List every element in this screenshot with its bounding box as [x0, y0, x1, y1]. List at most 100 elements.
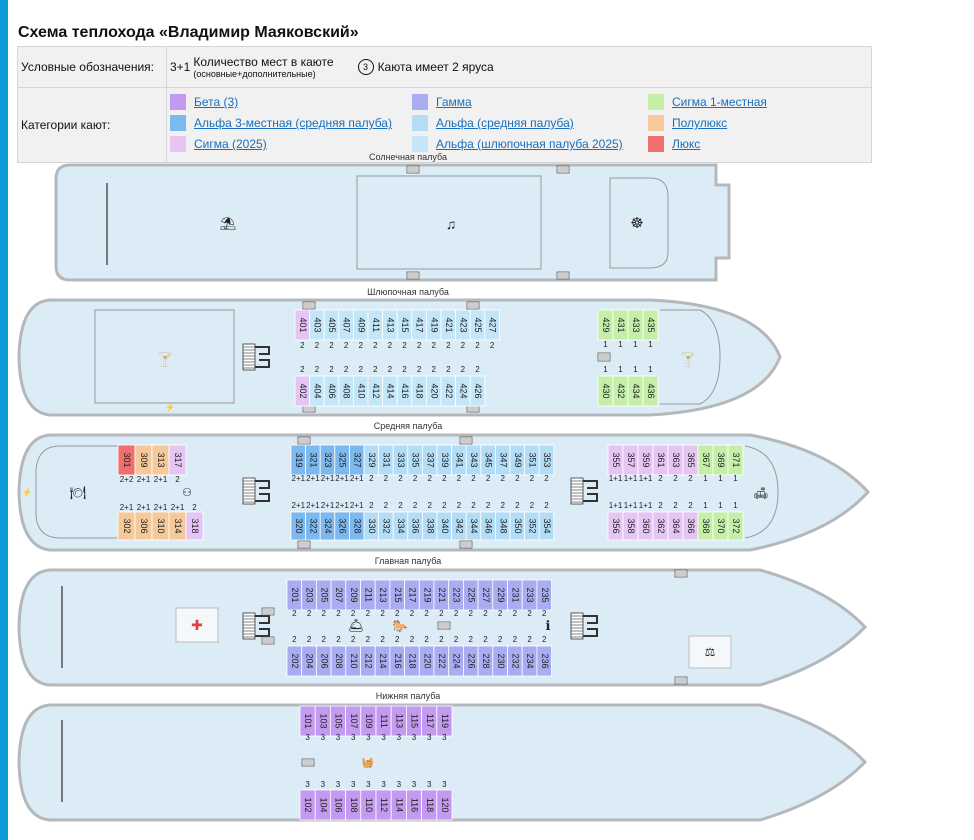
stairs-main-fwd-rail [583, 628, 598, 637]
mid-bot-places: 2+1 [350, 501, 364, 510]
mid-aft-bot-places: 2+1 [120, 503, 134, 512]
category-5[interactable]: Альфа (средняя палуба) [412, 115, 574, 131]
mid-fwd-top-places: 2 [658, 474, 663, 483]
deck-title-main: Главная палуба [375, 556, 441, 566]
cabin-number: 341 [455, 452, 465, 467]
cabin-number: 406 [327, 383, 337, 398]
mid-top-cabin[interactable] [538, 444, 555, 476]
boat-top-places: 2 [300, 341, 305, 350]
mid-fwd-top-places: 1 [718, 474, 723, 483]
boat-fwd-top-cabin[interactable] [642, 309, 659, 341]
low-top-cabin[interactable] [436, 705, 453, 737]
category-9[interactable]: Люкс [648, 136, 700, 152]
category-link[interactable]: Гамма [436, 95, 472, 109]
category-link[interactable]: Альфа (шлюпочная палуба 2025) [436, 137, 623, 151]
stairs-main-rail [255, 615, 270, 624]
cabin-number: 430 [601, 383, 611, 398]
mid-top-places: 2+1 [321, 474, 335, 483]
category-4[interactable]: Альфа 3-местная (средняя палуба) [170, 115, 392, 131]
deck-title-middle: Средняя палуба [374, 421, 442, 431]
mid-fwd-top-cabin[interactable] [727, 444, 744, 476]
gym-icon: ⚖ [705, 645, 716, 659]
boat-fwd-bot-places: 1 [603, 365, 608, 374]
category-link[interactable]: Люкс [672, 137, 701, 151]
cabin-number: 321 [309, 452, 319, 467]
cabin-number: 331 [382, 452, 392, 467]
main-bot-cabin[interactable] [536, 645, 553, 677]
main-bot-places: 2 [292, 635, 297, 644]
count-example: 3+1 [170, 60, 191, 74]
cocktail-icon-fwd: 🍸 [680, 351, 696, 367]
boat-fwd-bot-cabin[interactable] [642, 375, 659, 407]
cabin-number: 214 [378, 653, 388, 668]
left-accent-bar [0, 0, 8, 840]
category-link[interactable]: Сигма (2025) [194, 137, 267, 151]
cabin-number: 370 [716, 518, 726, 533]
category-2[interactable]: Гамма [412, 94, 472, 110]
category-link[interactable]: Альфа (средняя палуба) [436, 116, 574, 130]
low-bot-cabin[interactable] [436, 789, 453, 821]
reception-icon: 🛎 [348, 618, 365, 633]
boat-fwd-top-places: 1 [603, 340, 608, 349]
cabin-number: 429 [601, 317, 611, 332]
category-link[interactable]: Сигма 1-местная [672, 95, 767, 109]
cabin-number: 418 [415, 383, 425, 398]
category-link[interactable]: Бета (3) [194, 95, 239, 109]
category-6[interactable]: Полулюкс [648, 115, 727, 131]
cabin-number: 423 [459, 317, 469, 332]
mid-top-places: 2 [515, 474, 520, 483]
cabin-number: 109 [364, 713, 374, 728]
mid-fwd-bot-places: 1+1 [609, 501, 623, 510]
low-bot-places: 3 [336, 780, 341, 789]
category-swatch [170, 94, 186, 110]
cabin-number: 405 [327, 317, 337, 332]
cabin-number: 302 [122, 518, 132, 533]
category-link[interactable]: Полулюкс [672, 116, 728, 130]
low-top-places: 3 [442, 733, 447, 742]
stairs-mid-fwd-rail [583, 493, 598, 502]
cabin-number: 209 [349, 587, 359, 602]
mid-fwd-bot-cabin[interactable] [727, 511, 744, 541]
main-top-places: 2 [424, 609, 429, 618]
boat-bot-cabin[interactable] [469, 375, 486, 407]
helm-icon: ☸ [630, 215, 643, 232]
mid-bot-places: 2 [515, 501, 520, 510]
mid-bot-places: 2 [427, 501, 432, 510]
cocktail-icon-aft: 🍸 [157, 351, 173, 367]
cabin-number: 436 [646, 383, 656, 398]
boat-top-cabin[interactable] [484, 309, 500, 341]
main-top-cabin[interactable] [536, 579, 553, 611]
cabin-number: 211 [363, 588, 373, 602]
mid-aft-bot-cabin[interactable] [185, 511, 204, 541]
boat-top-places: 2 [402, 341, 407, 350]
cabin-number: 219 [422, 587, 432, 602]
category-8[interactable]: Альфа (шлюпочная палуба 2025) [412, 136, 623, 152]
category-7[interactable]: Сигма (2025) [170, 136, 267, 152]
cabin-number: 346 [484, 518, 494, 533]
mid-bot-places: 2 [442, 501, 447, 510]
legend-table: Условные обозначения: 3+1 Количество мес… [17, 46, 872, 163]
cabin-number: 372 [731, 518, 741, 533]
main-top-places: 2 [454, 609, 459, 618]
stairs-main [242, 612, 256, 640]
mid-bot-cabin[interactable] [538, 511, 555, 541]
mid-top-places: 2 [544, 474, 549, 483]
category-swatch [412, 115, 428, 131]
mid-fwd-top-places: 1 [733, 474, 738, 483]
boat-fwd-bot-places: 1 [618, 365, 623, 374]
cabin-number: 221 [437, 587, 447, 602]
category-link[interactable]: Альфа 3-местная (средняя палуба) [194, 116, 392, 130]
main-top-places: 2 [498, 609, 503, 618]
category-1[interactable]: Бета (3) [170, 94, 238, 110]
cabin-number: 354 [542, 518, 552, 533]
cabin-number: 323 [323, 452, 333, 467]
mid-fwd-bot-places: 2 [688, 501, 693, 510]
cabin-number: 358 [626, 518, 636, 533]
category-swatch [412, 136, 428, 152]
cabin-number: 417 [415, 317, 425, 332]
mid-aft-top-cabin[interactable] [168, 444, 187, 476]
mid-aft-top-places: 2+1 [154, 475, 168, 484]
cabin-number: 117 [425, 714, 435, 728]
cabin-number: 432 [616, 383, 626, 398]
category-3[interactable]: Сигма 1-местная [648, 94, 767, 110]
